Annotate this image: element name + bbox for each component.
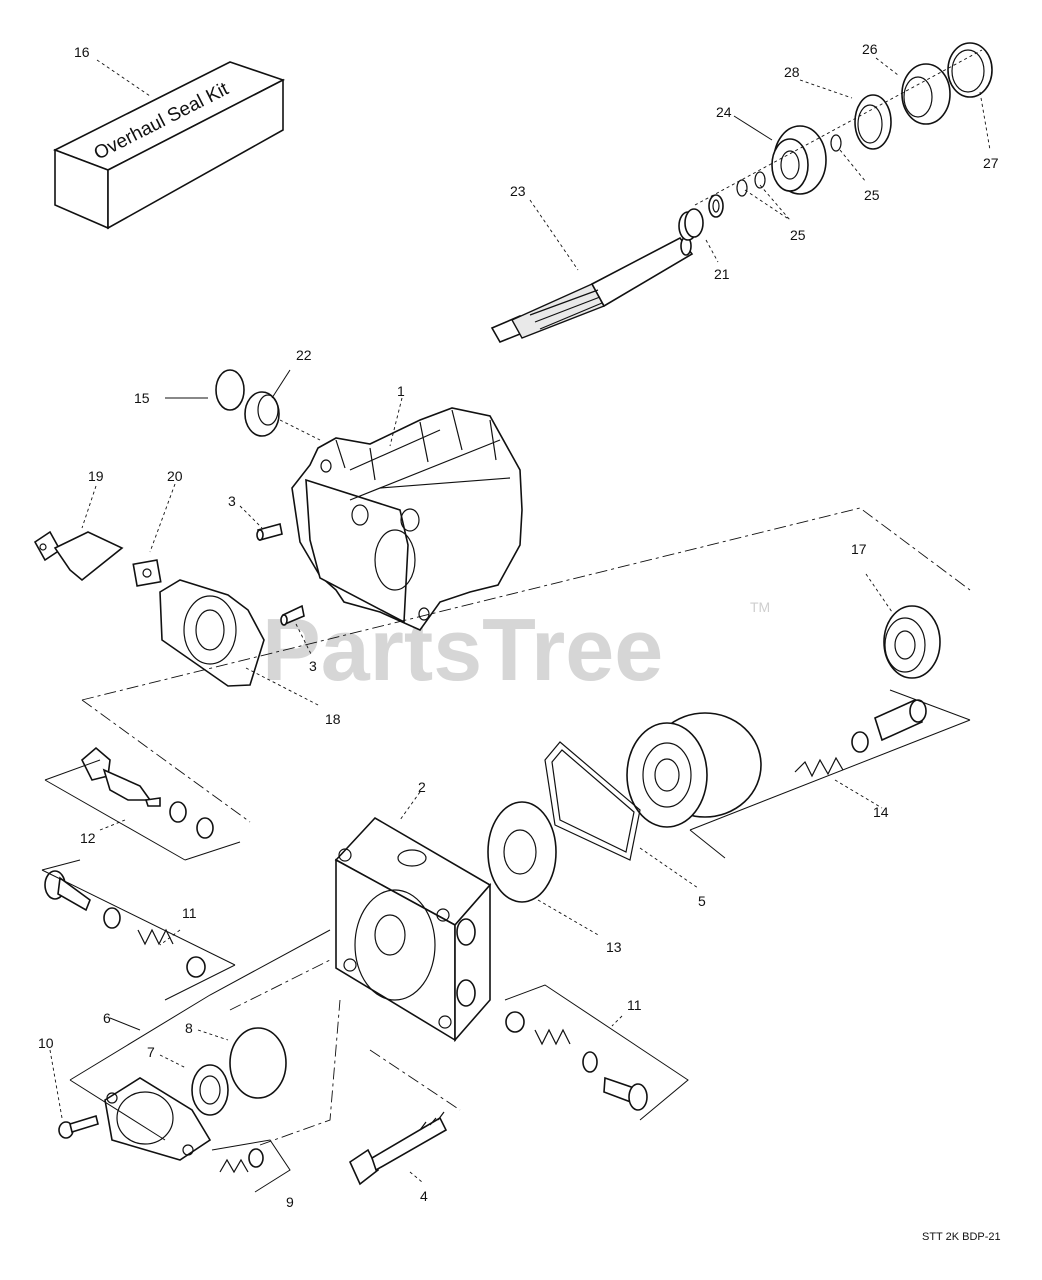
callout-5: 5 <box>698 893 706 909</box>
snap-ring-25c[interactable] <box>830 134 842 152</box>
end-cap-2[interactable] <box>334 816 492 1043</box>
callout-13: 13 <box>606 939 622 955</box>
check-valve-11-left[interactable] <box>44 870 206 978</box>
parts-tree-watermark: PartsTree <box>262 600 663 699</box>
retaining-ring-27[interactable] <box>947 42 993 98</box>
callout-17: 17 <box>851 541 867 557</box>
callout-28: 28 <box>784 64 800 80</box>
seal-22[interactable] <box>244 391 280 437</box>
snap-ring-15[interactable] <box>215 369 245 411</box>
washer-28[interactable] <box>854 94 892 150</box>
nut-20[interactable] <box>132 559 162 587</box>
o-ring-8[interactable] <box>229 1027 287 1099</box>
drawing-code: STT 2K BDP-21 <box>922 1231 1001 1243</box>
callout-18: 18 <box>325 711 341 727</box>
bolt-4[interactable] <box>348 1111 448 1186</box>
shaft-seal-21[interactable] <box>678 208 704 241</box>
relief-valve-12[interactable] <box>81 746 214 839</box>
callout-10: 10 <box>38 1035 54 1051</box>
callout-6: 6 <box>103 1010 111 1026</box>
callout-3-upper: 3 <box>228 493 236 509</box>
pump-housing-1[interactable] <box>291 407 523 631</box>
housing-cover-18[interactable] <box>159 579 265 687</box>
spring-14[interactable] <box>794 698 927 778</box>
snap-ring-25a[interactable] <box>736 179 748 197</box>
callout-11-right: 11 <box>627 997 642 1013</box>
snap-ring-25b[interactable] <box>754 171 766 189</box>
callout-1: 1 <box>397 383 405 399</box>
overhaul-seal-kit-box[interactable]: Overhaul Seal Kit <box>53 61 286 230</box>
callout-8: 8 <box>185 1020 193 1036</box>
callout-3-lower: 3 <box>309 658 317 674</box>
callout-20: 20 <box>167 468 183 484</box>
dowel-pin-3-upper[interactable] <box>256 523 283 541</box>
callout-21: 21 <box>714 266 730 282</box>
callout-15: 15 <box>134 390 150 406</box>
spring-9[interactable] <box>219 1148 264 1174</box>
cylinder-block-14[interactable] <box>626 712 762 828</box>
callout-9: 9 <box>286 1194 294 1210</box>
callout-16: 16 <box>74 44 90 60</box>
gasket-5[interactable] <box>544 741 641 861</box>
bolt-10[interactable] <box>58 1114 99 1139</box>
callout-24: 24 <box>716 104 732 120</box>
callout-4: 4 <box>420 1188 428 1204</box>
seal-26[interactable] <box>901 63 951 125</box>
valve-plate-13[interactable] <box>487 801 557 903</box>
check-valve-11-right[interactable] <box>505 1011 648 1111</box>
thrust-bearing-17[interactable] <box>883 605 941 679</box>
charge-pump-cover-6[interactable] <box>104 1077 212 1161</box>
bearing-24[interactable] <box>771 125 827 195</box>
callout-14: 14 <box>873 804 889 820</box>
callout-25-lower: 25 <box>790 227 806 243</box>
trademark-mark: TM <box>750 599 770 615</box>
input-shaft[interactable] <box>490 236 694 344</box>
callout-22: 22 <box>296 347 312 363</box>
callout-11-left: 11 <box>182 905 197 921</box>
callout-25-upper: 25 <box>864 187 880 203</box>
callout-26: 26 <box>862 41 878 57</box>
callout-12: 12 <box>80 830 96 846</box>
dowel-pin-3-lower[interactable] <box>280 604 305 626</box>
washer-25[interactable] <box>708 194 724 218</box>
callout-7: 7 <box>147 1044 155 1060</box>
callout-23: 23 <box>510 183 526 199</box>
gerotor-7[interactable] <box>191 1064 229 1116</box>
callout-27: 27 <box>983 155 999 171</box>
control-arm-19[interactable] <box>33 530 124 582</box>
callout-2: 2 <box>418 779 426 795</box>
callout-19: 19 <box>88 468 104 484</box>
